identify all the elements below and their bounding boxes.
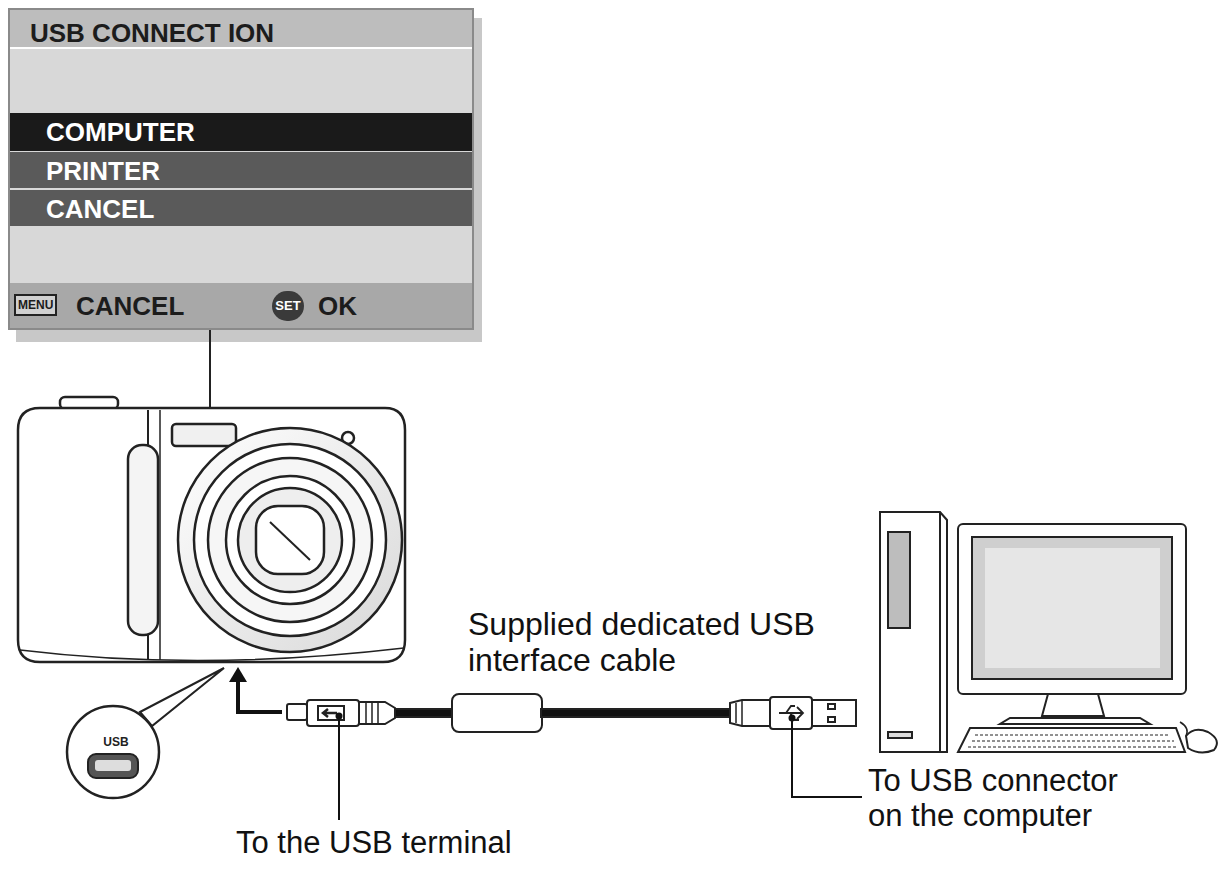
- callout-label: To USB connector on the computer: [868, 764, 1146, 833]
- leader-line: [338, 716, 340, 820]
- menu-option-selected: COMPUTER: [10, 113, 472, 151]
- lcd-screen: USB CONNECT IONCOMPUTERPRINTERCANCELMENU…: [8, 8, 474, 330]
- port-label: USB: [96, 736, 136, 749]
- menu-option: PRINTER: [10, 152, 472, 188]
- callout-label: To the USB terminal: [236, 826, 636, 861]
- camera: [18, 397, 405, 662]
- usb-cable: [287, 694, 856, 732]
- leader-dot: [789, 715, 796, 722]
- leader-line: [792, 718, 862, 797]
- menu-option-text: COMPUTER: [10, 113, 472, 147]
- callout-line: [209, 330, 211, 408]
- leader-dot: [336, 713, 343, 720]
- footer-text: CANCEL: [76, 291, 184, 321]
- computer: [880, 512, 1217, 753]
- set-key-icon: SET: [272, 291, 304, 321]
- menu-footer: MENU CANCEL SET OK: [10, 283, 472, 328]
- usb-port-inset: [67, 668, 224, 798]
- menu-option: CANCEL: [10, 190, 472, 226]
- cable-label: Supplied dedicated USB interface cable: [468, 607, 868, 679]
- insert-arrow: [238, 680, 282, 712]
- menu-key-icon: MENU: [14, 294, 57, 316]
- menu-option-text: CANCEL: [10, 190, 472, 224]
- screen-title: USB CONNECT ION: [10, 10, 472, 49]
- menu-option-text: PRINTER: [10, 152, 472, 186]
- arrow-head: [229, 667, 247, 682]
- footer-text: OK: [318, 291, 357, 321]
